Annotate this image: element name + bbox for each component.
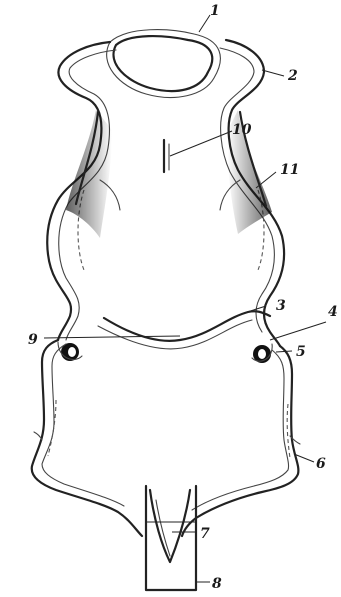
- left-pit: [58, 342, 82, 361]
- label-5: 5: [296, 344, 306, 360]
- label-4: 4: [328, 304, 338, 320]
- label-9: 9: [28, 332, 38, 348]
- label-1: 1: [210, 3, 220, 19]
- right-pit: [252, 344, 272, 363]
- label-6: 6: [316, 456, 326, 472]
- lower-body-outline: [32, 340, 300, 536]
- label-8: 8: [212, 576, 222, 592]
- tail-structure: [146, 486, 196, 590]
- top-opening: [107, 30, 221, 98]
- label-7: 7: [200, 526, 210, 542]
- midline-mark: [164, 140, 169, 172]
- label-2: 2: [287, 68, 298, 84]
- label-10: 10: [232, 122, 252, 138]
- transverse-fold: [98, 311, 270, 349]
- label-3: 3: [276, 298, 286, 314]
- label-11: 11: [280, 162, 299, 178]
